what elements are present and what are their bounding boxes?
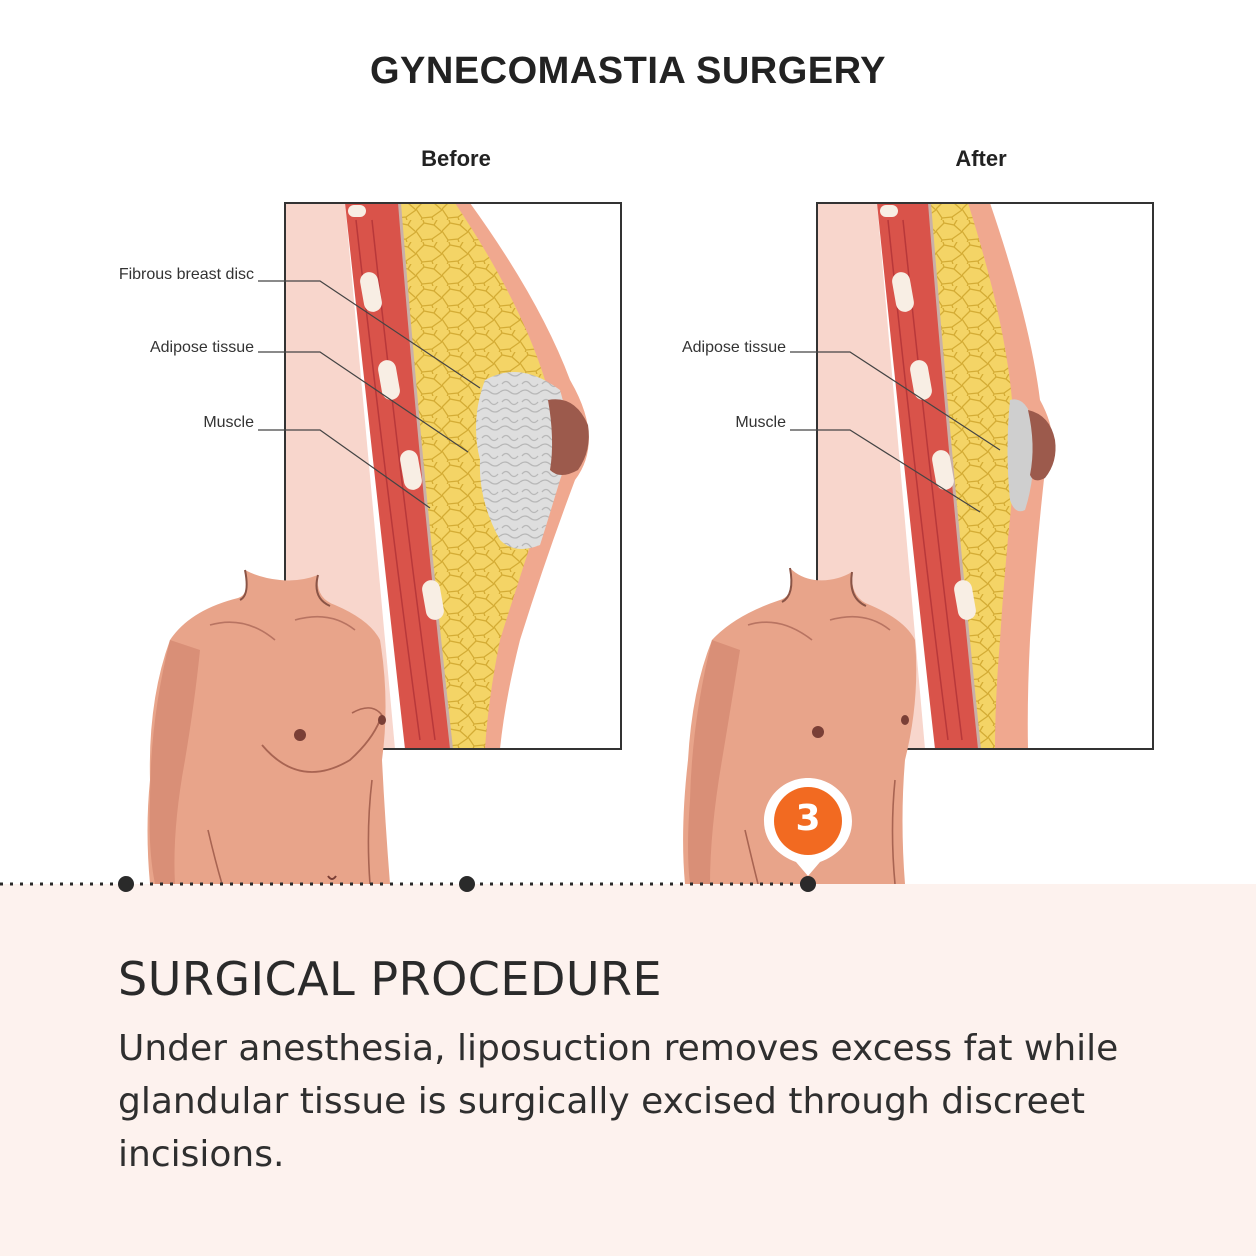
timeline-dot-1 — [118, 876, 134, 892]
callout-muscle-after: Muscle — [735, 414, 786, 431]
step-number: 3 — [795, 798, 821, 839]
before-label: Before — [421, 146, 491, 171]
callout-adipose-tissue-after: Adipose tissue — [681, 339, 786, 356]
before-torso — [147, 569, 390, 884]
after-label: After — [955, 146, 1007, 171]
timeline-dot-2 — [459, 876, 475, 892]
step-badge — [764, 778, 852, 876]
callout-adipose-tissue-before: Adipose tissue — [149, 339, 254, 356]
anatomy-illustration — [147, 202, 1154, 884]
step-description: Under anesthesia, liposuction removes ex… — [118, 1028, 1119, 1175]
callout-fibrous-breast-disc: Fibrous breast disc — [118, 266, 254, 283]
callout-muscle-before: Muscle — [203, 414, 254, 431]
step-timeline — [0, 876, 816, 892]
diagram-title: GYNECOMASTIA SURGERY — [369, 50, 886, 92]
step-panel — [0, 884, 1256, 1256]
after-cross-section — [790, 202, 1154, 750]
step-heading: SURGICAL PROCEDURE — [118, 952, 663, 1006]
after-torso — [683, 567, 917, 884]
timeline-dot-3 — [800, 876, 816, 892]
